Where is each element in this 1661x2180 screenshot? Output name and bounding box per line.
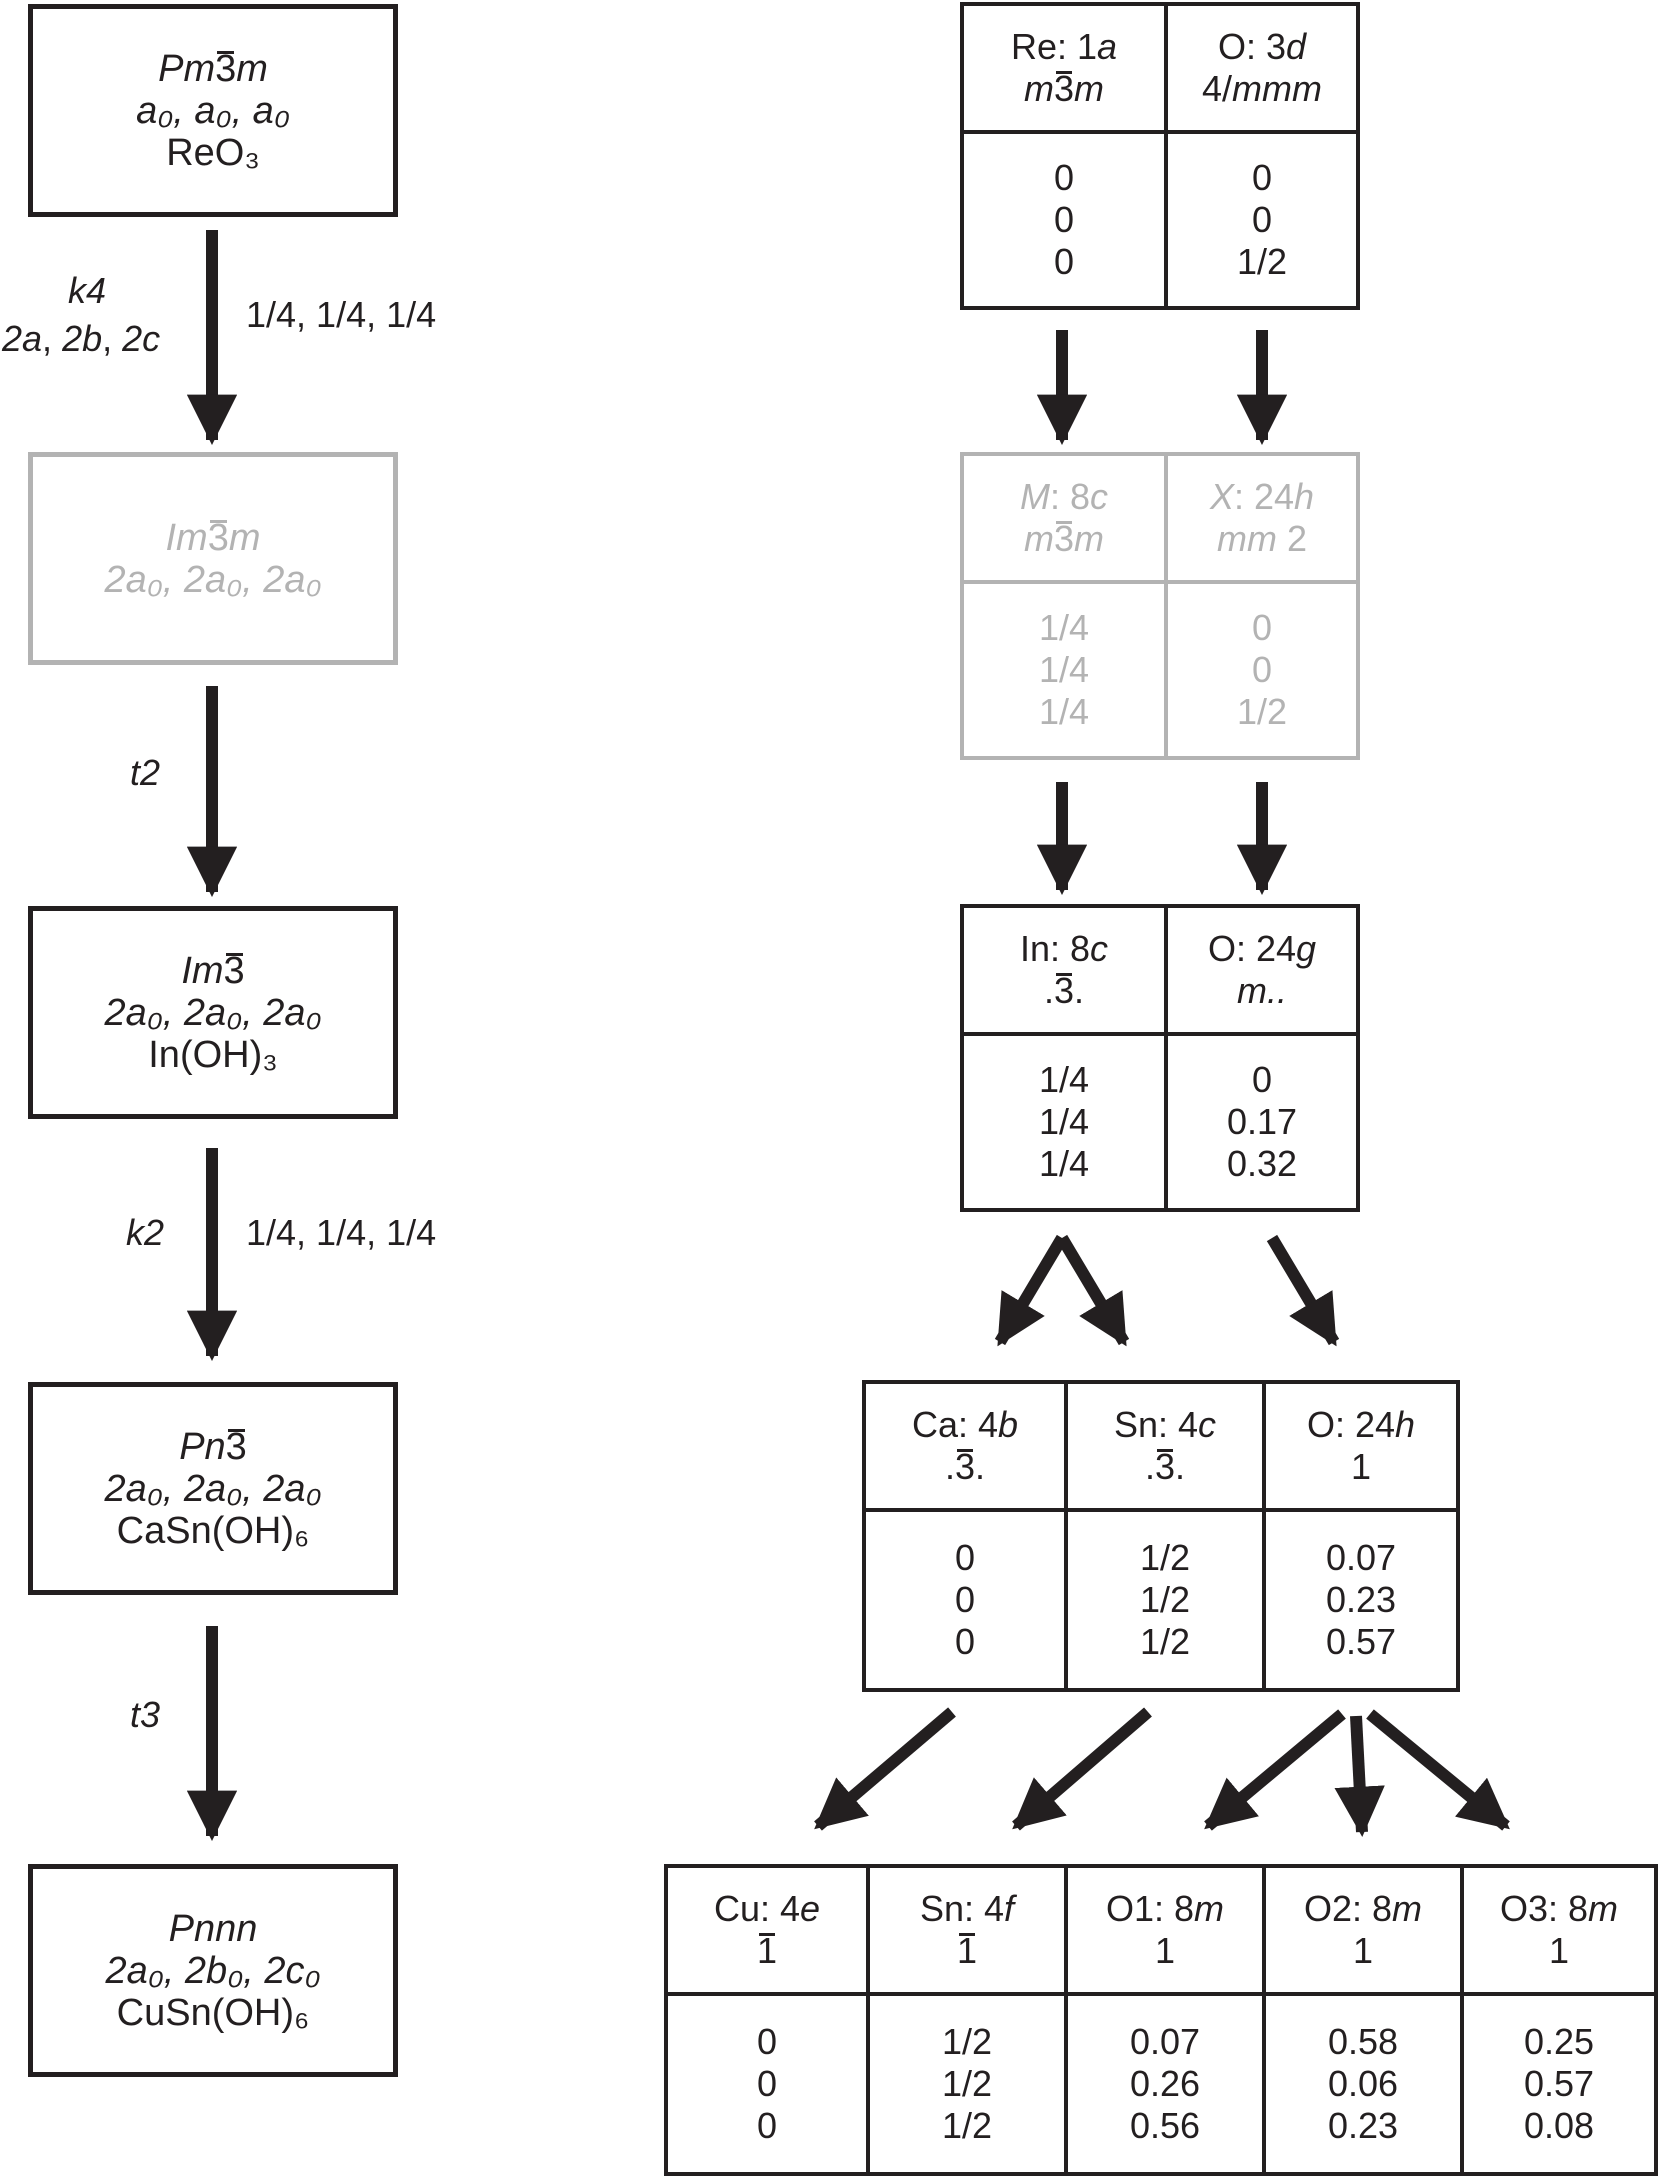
arrow-split bbox=[1366, 1709, 1510, 1831]
space-group-box-pn3: Pn3 2a₀, 2a₀, 2a₀ CaSn(OH)₆ bbox=[28, 1382, 398, 1595]
site-header: Cu: 4e 1 bbox=[668, 1868, 866, 1996]
arrow-split bbox=[1056, 1234, 1130, 1347]
space-group-box-pm3m: Pm3m a₀, a₀, a₀ ReO₃ bbox=[28, 4, 398, 217]
transition-origin-label: 1/4, 1/4, 1/4 bbox=[246, 294, 437, 335]
compound-formula: ReO₃ bbox=[166, 131, 260, 174]
space-group-symbol: Pm3m bbox=[158, 47, 268, 90]
site-header: X: 24h mm 2 bbox=[1168, 456, 1356, 584]
transition-type-label: t2 bbox=[130, 752, 161, 793]
transition-type-label: t3 bbox=[130, 1694, 161, 1735]
site-header: O: 24h 1 bbox=[1266, 1384, 1456, 1512]
site-header: O1: 8m 1 bbox=[1068, 1868, 1262, 1996]
arrow-split bbox=[994, 1234, 1068, 1347]
site-header: O2: 8m 1 bbox=[1266, 1868, 1460, 1996]
site-header: M: 8c m3m bbox=[964, 456, 1164, 584]
space-group-symbol: Pn3 bbox=[179, 1425, 247, 1468]
space-group-symbol: Im3m bbox=[165, 516, 261, 559]
space-group-symbol: Im3 bbox=[181, 949, 245, 992]
cell-parameters: 2a₀, 2a₀, 2a₀ bbox=[104, 558, 322, 601]
compound-formula: CuSn(OH)₆ bbox=[116, 1991, 310, 2034]
cell-parameters: a₀, a₀, a₀ bbox=[136, 89, 290, 132]
arrow-split bbox=[1204, 1709, 1346, 1831]
space-group-box-im3: Im3 2a₀, 2a₀, 2a₀ In(OH)₃ bbox=[28, 906, 398, 1119]
space-group-box-im3m: Im3m 2a₀, 2a₀, 2a₀ bbox=[28, 452, 398, 665]
arrow-split bbox=[1266, 1234, 1340, 1347]
space-group-box-pnnn: Pnnn 2a₀, 2b₀, 2c₀ CuSn(OH)₆ bbox=[28, 1864, 398, 2077]
cell-parameters: 2a₀, 2b₀, 2c₀ bbox=[105, 1949, 321, 1992]
site-header: Sn: 4f 1 bbox=[870, 1868, 1064, 1996]
site-header: Re: 1a m3m bbox=[964, 6, 1164, 134]
arrow-split bbox=[1012, 1707, 1152, 1831]
site-header: O3: 8m 1 bbox=[1464, 1868, 1654, 1996]
site-header: O: 3d 4/mmm bbox=[1168, 6, 1356, 134]
site-header: O: 24g m.. bbox=[1168, 908, 1356, 1036]
compound-formula: In(OH)₃ bbox=[148, 1033, 278, 1076]
site-header: Sn: 4c .3. bbox=[1068, 1384, 1262, 1512]
transition-origin-label: 1/4, 1/4, 1/4 bbox=[246, 1212, 437, 1253]
compound-formula: CaSn(OH)₆ bbox=[116, 1509, 310, 1552]
arrow-split bbox=[1334, 1715, 1385, 1838]
cell-parameters: 2a₀, 2a₀, 2a₀ bbox=[104, 991, 322, 1034]
cell-parameters: 2a₀, 2a₀, 2a₀ bbox=[104, 1467, 322, 1510]
arrow-split bbox=[814, 1707, 956, 1831]
transition-type-label: k4 bbox=[68, 270, 107, 311]
space-group-symbol: Pnnn bbox=[168, 1907, 258, 1950]
transition-basis-label: 2a, 2b, 2c bbox=[2, 318, 161, 359]
transition-type-label: k2 bbox=[126, 1212, 165, 1253]
site-header: Ca: 4b .3. bbox=[866, 1384, 1064, 1512]
site-header: In: 8c .3. bbox=[964, 908, 1164, 1036]
